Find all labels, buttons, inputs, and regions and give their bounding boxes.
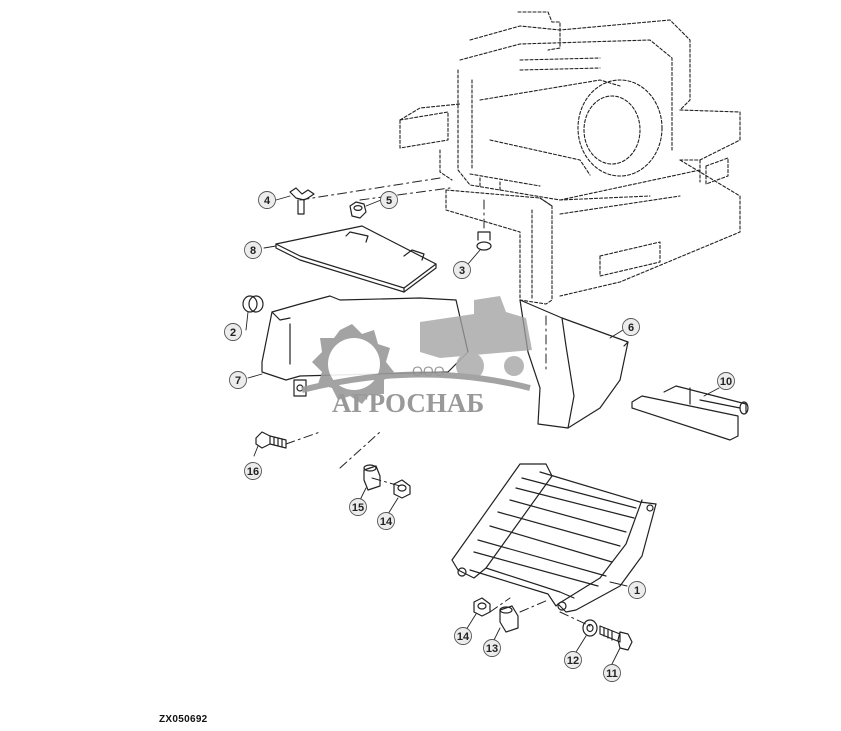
part-5-nut (349, 201, 367, 219)
part-16-bolt (255, 431, 287, 449)
callout-14: 14 (454, 627, 472, 645)
part-2-bushing (242, 295, 264, 313)
callout-16: 16 (244, 462, 262, 480)
part-3-screw (476, 231, 492, 251)
callout-6: 6 (622, 318, 640, 336)
callout-circle (377, 512, 395, 530)
callout-circle (564, 651, 582, 669)
callout-label: 8 (250, 245, 256, 257)
callout-8: 8 (244, 241, 262, 259)
assembly-centerlines (285, 177, 591, 627)
callout-label: 2 (230, 327, 236, 339)
callout-label: 3 (459, 265, 465, 277)
watermark-company-prefix: ООО (412, 363, 445, 379)
callout-14: 14 (377, 512, 395, 530)
part-11-bolt (599, 625, 633, 651)
callout-label: 1 (634, 585, 640, 597)
callout-11: 11 (603, 664, 621, 682)
part-13-spacer (499, 605, 519, 633)
watermark-company-name: АГРОСНАБ (332, 388, 484, 418)
callout-13: 13 (483, 639, 501, 657)
callout-label: 16 (247, 466, 259, 478)
watermark-logo: ООО АГРОСНАБ (301, 296, 532, 418)
callout-label: 14 (380, 516, 393, 528)
callout-circle (483, 639, 501, 657)
callout-7: 7 (229, 371, 247, 389)
callout-circle (244, 462, 262, 480)
callout-circle (453, 261, 471, 279)
callout-label: 12 (567, 655, 579, 667)
callout-circle (244, 241, 262, 259)
callout-label: 14 (457, 631, 470, 643)
part-14-nut-upper (393, 479, 411, 499)
callout-label: 5 (386, 195, 392, 207)
drawing-code: ZX050692 (159, 714, 208, 725)
callout-label: 4 (264, 195, 271, 207)
callout-circle (224, 323, 242, 341)
part-12-washer (582, 619, 598, 637)
callout-circle (258, 191, 276, 209)
callout-label: 6 (628, 322, 634, 334)
part-7-side-bracket (261, 295, 469, 397)
callout-circle (622, 318, 640, 336)
callout-label: 10 (720, 376, 732, 388)
callout-label: 11 (606, 668, 618, 680)
callout-circle (603, 664, 621, 682)
callout-5: 5 (380, 191, 398, 209)
part-10-bracket (631, 385, 749, 441)
callout-10: 10 (717, 372, 735, 390)
callout-15: 15 (349, 498, 367, 516)
part-6-deflector (519, 299, 629, 429)
callout-circle (717, 372, 735, 390)
callout-circle (229, 371, 247, 389)
callout-label: 7 (235, 375, 241, 387)
callout-circle (380, 191, 398, 209)
callout-circle (349, 498, 367, 516)
part-4-wing-bolt (289, 187, 315, 215)
part-8-top-plate (275, 225, 437, 293)
part-1-grille-frame (451, 463, 657, 613)
callout-leaders (245, 195, 720, 665)
part-15-spacer (363, 464, 381, 491)
callout-12: 12 (564, 651, 582, 669)
callout-1: 1 (628, 581, 646, 599)
callout-label: 13 (486, 643, 498, 655)
callout-2: 2 (224, 323, 242, 341)
callout-circle (454, 627, 472, 645)
callout-circle (628, 581, 646, 599)
callout-3: 3 (453, 261, 471, 279)
machine-frame-phantom (399, 11, 741, 305)
part-14-nut-lower (473, 597, 491, 617)
callout-4: 4 (258, 191, 276, 209)
combine-harvester-icon (420, 296, 532, 380)
callout-label: 15 (352, 502, 364, 514)
